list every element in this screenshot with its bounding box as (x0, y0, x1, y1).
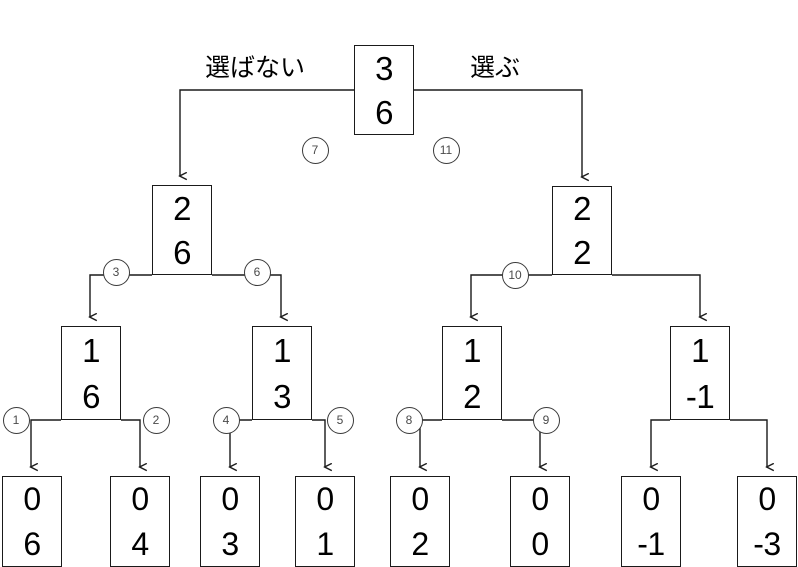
order-marker-5: 5 (326, 406, 354, 434)
tree-edge (31, 419, 61, 467)
node-top-value: 0 (531, 481, 549, 518)
node-top-value: 0 (316, 481, 334, 518)
node-top-value: 2 (173, 189, 191, 227)
tree-edge (420, 419, 442, 467)
tree-edge (180, 89, 354, 176)
node-bottom-value: 6 (23, 525, 41, 562)
order-marker-3: 3 (102, 258, 130, 286)
tree-edge (612, 274, 700, 317)
node-top-value: 1 (691, 331, 709, 369)
order-marker-10: 10 (501, 261, 529, 289)
node-bottom-value: -1 (685, 377, 715, 415)
node-top-value: 0 (23, 481, 41, 518)
node-top-value: 0 (642, 481, 660, 518)
tree-edge (651, 419, 670, 467)
node-top-value: 0 (411, 481, 429, 518)
node-bottom-value: 2 (463, 377, 481, 415)
tree-edge (212, 274, 281, 317)
order-marker-9: 9 (532, 406, 560, 434)
node-bottom-value: 6 (173, 233, 191, 271)
node-top-value: 3 (375, 49, 393, 87)
tree-node-n-rr: 1-1 (670, 326, 730, 420)
node-top-value: 2 (573, 190, 591, 228)
order-marker-4: 4 (212, 406, 240, 434)
node-bottom-value: 6 (375, 93, 393, 131)
node-bottom-value: -1 (637, 525, 665, 562)
node-bottom-value: 3 (273, 377, 291, 415)
node-bottom-value: 1 (316, 525, 334, 562)
tree-edge (312, 419, 325, 467)
node-bottom-value: 4 (131, 525, 149, 562)
tree-node-leaf-8: 0-3 (737, 476, 797, 567)
tree-node-leaf-7: 0-1 (621, 476, 681, 567)
order-marker-7: 7 (301, 136, 329, 164)
node-top-value: 1 (463, 331, 481, 369)
order-marker-2: 2 (142, 406, 170, 434)
node-bottom-value: 0 (531, 525, 549, 562)
node-bottom-value: 3 (221, 525, 239, 562)
node-top-value: 1 (82, 331, 100, 369)
node-top-value: 0 (131, 481, 149, 518)
order-marker-8: 8 (395, 406, 423, 434)
node-bottom-value: 6 (82, 377, 100, 415)
node-bottom-value: -3 (753, 525, 781, 562)
edge-label-left-label: 選ばない (205, 54, 306, 82)
order-marker-11: 11 (432, 136, 460, 164)
edge-label-right-label: 選ぶ (470, 54, 521, 82)
node-top-value: 1 (273, 331, 291, 369)
tree-edge (730, 419, 767, 467)
tree-edge (414, 89, 582, 177)
node-top-value: 0 (221, 481, 239, 518)
tree-edge (90, 274, 152, 317)
order-marker-1: 1 (2, 406, 30, 434)
node-bottom-value: 2 (573, 233, 591, 271)
tree-edge (121, 419, 140, 467)
order-marker-6: 6 (243, 258, 271, 286)
node-top-value: 0 (758, 481, 776, 518)
node-bottom-value: 2 (411, 525, 429, 562)
